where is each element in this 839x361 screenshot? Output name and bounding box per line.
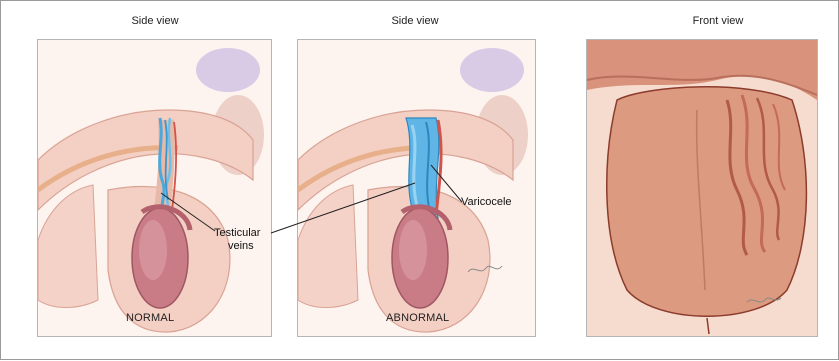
abnormal-side-view-panel: ABNORMAL (297, 39, 536, 337)
testicular-veins-label: Testicular veins (214, 227, 260, 253)
varicose-vein-bundle (406, 118, 439, 218)
front-view-panel (586, 39, 818, 337)
abnormal-view-title: Side view (315, 15, 515, 27)
varicocele-label: Varicocele (461, 196, 512, 209)
normal-anatomy-illustration (38, 40, 271, 336)
testicular-veins-label-line2: veins (214, 240, 254, 252)
normal-side-view-panel: NORMAL (37, 39, 272, 337)
bladder-shape (196, 48, 260, 92)
bladder-shape (460, 48, 524, 92)
front-view-illustration (587, 40, 817, 336)
testicular-veins-label-line1: Testicular (214, 227, 260, 239)
normal-view-title: Side view (55, 15, 255, 27)
normal-caption: NORMAL (126, 312, 174, 324)
front-view-title: Front view (618, 15, 818, 27)
abnormal-anatomy-illustration (298, 40, 535, 336)
abnormal-caption: ABNORMAL (386, 312, 449, 324)
